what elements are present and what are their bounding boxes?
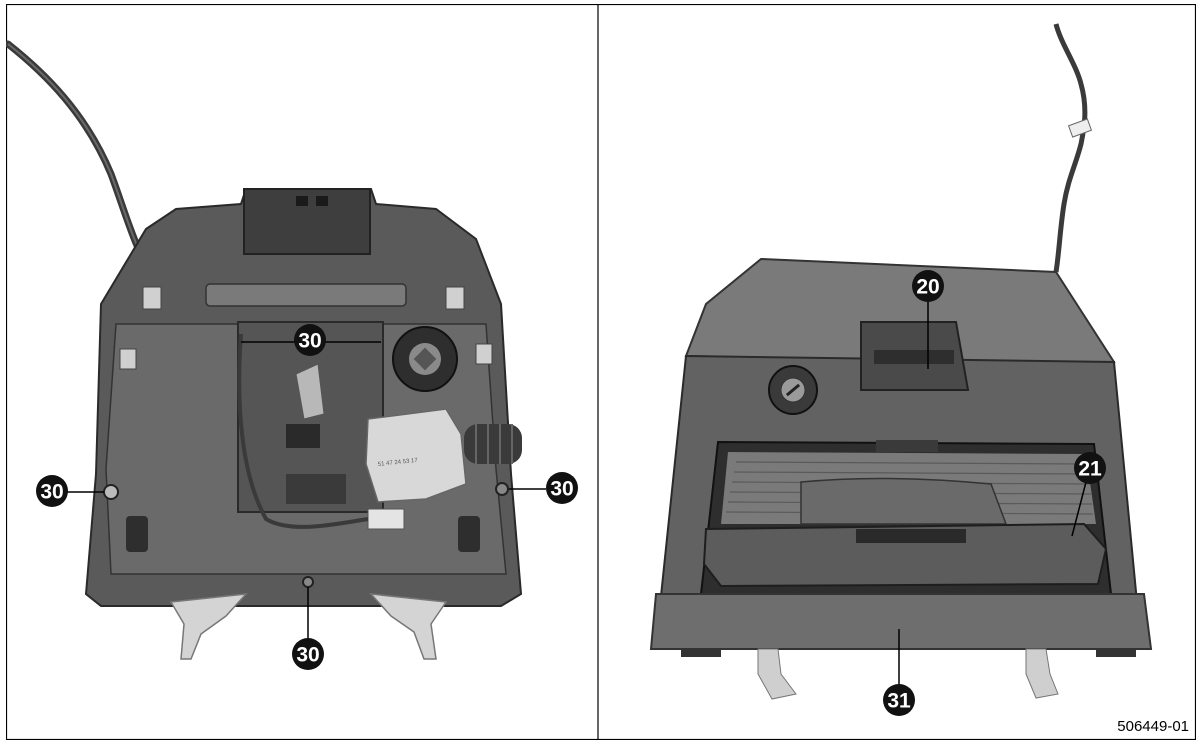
actuator-bellows (464, 424, 522, 464)
svg-text:20: 20 (916, 276, 939, 299)
callout-30-top: 30 (294, 324, 326, 356)
actuator-motor (365, 408, 467, 503)
svg-text:30: 30 (550, 478, 573, 501)
figure-reference-number: 506449-01 (1117, 718, 1189, 735)
right-panel-front-view (649, 23, 1153, 700)
latch-hook-left (169, 593, 248, 660)
latch-hook-right (369, 593, 448, 660)
figure-frame: 51 47 24 53 17 (6, 4, 1196, 740)
callout-30-bottom: 30 (292, 638, 324, 670)
front-tray (702, 522, 1108, 588)
screw-left (103, 484, 119, 500)
svg-text:51 47 24 53 17: 51 47 24 53 17 (378, 458, 419, 468)
screw-right (495, 482, 509, 496)
svg-text:30: 30 (40, 481, 63, 504)
svg-text:30: 30 (298, 330, 321, 353)
svg-text:31: 31 (887, 690, 911, 713)
callout-21: 21 (1074, 452, 1106, 484)
callout-30-left: 30 (36, 475, 68, 507)
base-trim (649, 593, 1153, 650)
svg-text:21: 21 (1078, 458, 1102, 481)
callout-31: 31 (883, 684, 915, 716)
cover-flap (800, 477, 1008, 525)
callout-20: 20 (912, 270, 944, 302)
callout-30-right: 30 (546, 472, 578, 504)
wiring-harness-right (1053, 23, 1088, 273)
svg-text:30: 30 (296, 644, 319, 667)
base-hook-left (757, 648, 797, 700)
base-hook-right (1025, 648, 1059, 699)
screw-bottom (302, 576, 314, 588)
